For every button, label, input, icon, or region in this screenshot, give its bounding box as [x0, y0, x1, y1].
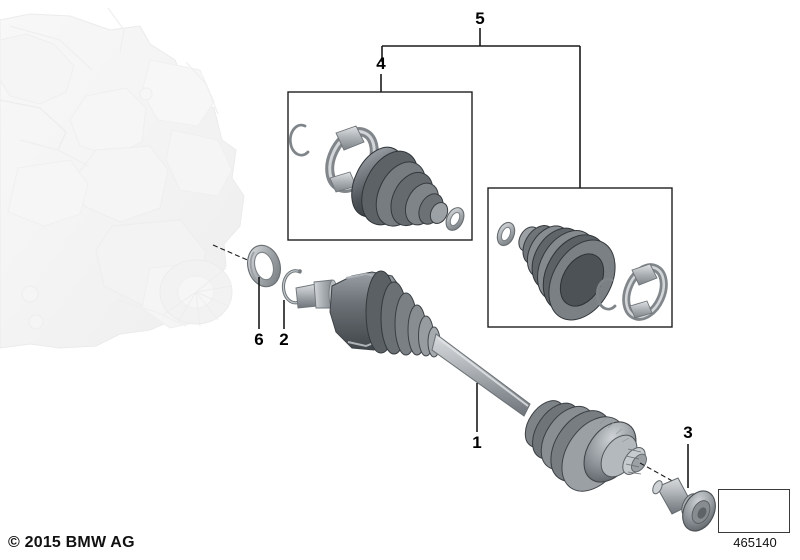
copyright-notice: © 2015 BMW AG [8, 534, 135, 551]
callout-leader-lines [258, 28, 689, 488]
direction-icon-box [718, 489, 790, 533]
boot-kit-outer-box [487, 187, 673, 328]
shaft-seal-part [246, 244, 282, 288]
callout-5: 5 [475, 9, 485, 28]
callout-2: 2 [279, 330, 289, 349]
assembly-dashed-line-bolt [639, 462, 677, 484]
part-number-label: 465140 [733, 535, 777, 550]
assembly-dashed-line-seal [212, 244, 253, 263]
transmission-housing [0, 7, 245, 349]
callout-4: 4 [376, 54, 386, 73]
callout-6: 6 [254, 330, 264, 349]
callout-1: 1 [472, 433, 482, 452]
callout-3: 3 [683, 423, 693, 442]
drive-shaft-part [295, 270, 647, 492]
flange-bolt-part [652, 477, 716, 532]
boot-kit-inner-box [287, 91, 473, 241]
